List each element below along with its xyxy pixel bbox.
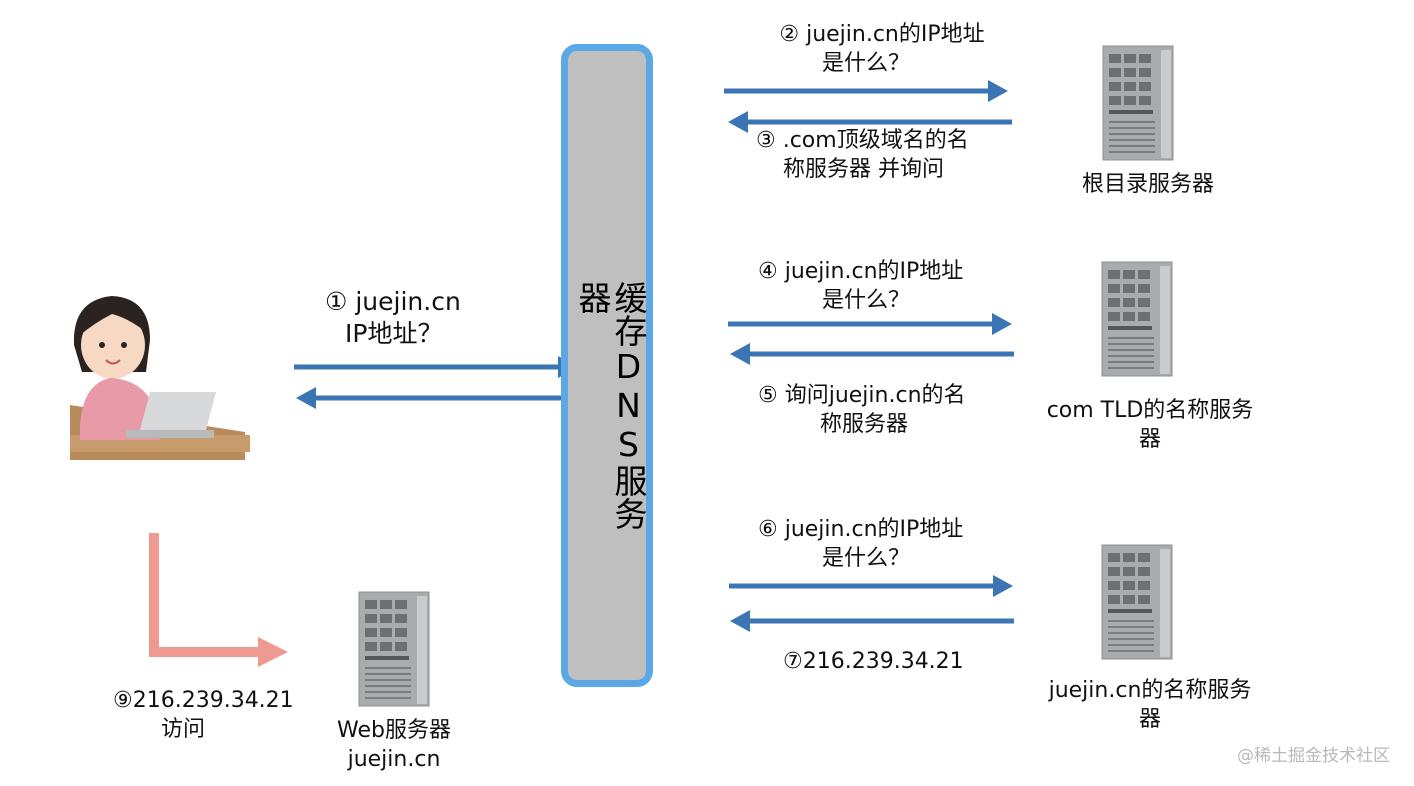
step1-label: ① juejin.cn IP地址？ [325, 286, 461, 350]
arrow-9-access [149, 533, 288, 667]
authoritative-server-icon [1101, 544, 1173, 660]
web-server-line2: juejin.cn [347, 747, 441, 772]
dns-server-label: 缓存DNS服务器 [573, 281, 648, 530]
web-server-label: Web服务器 juejin.cn [314, 716, 474, 774]
root-server-label: 根目录服务器 [1048, 170, 1248, 199]
step3-line2: 称服务器 并询问 [783, 157, 944, 182]
tld-server-icon [1101, 261, 1173, 377]
tld-server-line2: 器 [1138, 427, 1161, 452]
step2-line2: 是什么？ [822, 51, 911, 76]
step1-line2: IP地址？ [345, 319, 443, 348]
step3-line1: ③ .com顶级域名的名 [756, 128, 969, 153]
step5-line1: ⑤ 询问juejin.cn的名 [758, 383, 966, 408]
step7-label: ⑦216.239.34.21 [783, 647, 964, 676]
step5-label: ⑤ 询问juejin.cn的名 称服务器 [758, 381, 966, 439]
step1-line1: ① juejin.cn [325, 287, 461, 316]
web-server-icon [358, 591, 430, 707]
step6-line1: ⑥ juejin.cn的IP地址 [758, 517, 964, 542]
authoritative-server-line2: 器 [1138, 707, 1161, 732]
watermark: @稀土掘金技术社区 [1237, 746, 1390, 766]
step3-label: ③ .com顶级域名的名 称服务器 并询问 [756, 126, 969, 184]
step4-line1: ④ juejin.cn的IP地址 [758, 259, 964, 284]
authoritative-server-label: juejin.cn的名称服务 器 [1030, 676, 1270, 734]
root-server-line1: 根目录服务器 [1081, 172, 1214, 197]
step4-line2: 是什么？ [822, 288, 911, 313]
tld-server-line1: com TLD的名称服务 [1046, 398, 1254, 423]
step2-label: ② juejin.cn的IP地址 是什么？ [752, 20, 1012, 78]
arrow-6-request [729, 575, 1013, 597]
arrow-5-response [730, 343, 1014, 365]
arrow-4-request [728, 313, 1012, 335]
tld-server-label: com TLD的名称服务 器 [1030, 396, 1270, 454]
step7-line1: ⑦216.239.34.21 [783, 649, 964, 674]
arrow-1-request [294, 356, 578, 378]
step5-line2: 称服务器 [820, 412, 909, 437]
arrow-2-request [724, 80, 1008, 102]
step4-label: ④ juejin.cn的IP地址 是什么？ [758, 257, 963, 315]
arrow-7-response [730, 610, 1014, 632]
step9-line2: 访问 [161, 717, 206, 742]
cache-dns-server: 缓存DNS服务器 [561, 44, 653, 687]
step9-line1: ⑨216.239.34.21 [113, 688, 294, 713]
step2-line1: ② juejin.cn的IP地址 [779, 22, 985, 47]
authoritative-server-line1: juejin.cn的名称服务 [1048, 678, 1252, 703]
arrow-8-response [296, 387, 580, 409]
step9-label: ⑨216.239.34.21 访问 [113, 686, 294, 744]
web-server-line1: Web服务器 [337, 718, 451, 743]
step6-line2: 是什么？ [822, 546, 911, 571]
step6-label: ⑥ juejin.cn的IP地址 是什么？ [758, 515, 963, 573]
root-server-icon [1102, 45, 1174, 161]
person-with-laptop-icon [70, 296, 250, 460]
